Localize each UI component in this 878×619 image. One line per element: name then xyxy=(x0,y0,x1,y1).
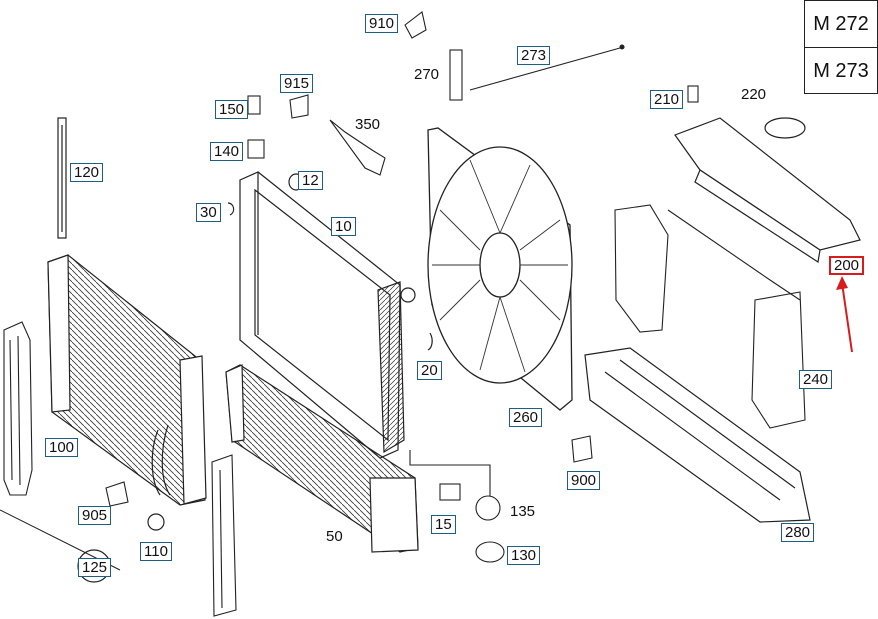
highlight-arrow xyxy=(841,282,853,353)
callout-125[interactable]: 125 xyxy=(78,558,112,577)
cap-135 xyxy=(475,495,501,521)
rod-120 xyxy=(57,117,67,239)
callout-150[interactable]: 150 xyxy=(215,100,249,119)
cap-130 xyxy=(475,541,505,563)
drain-15 xyxy=(409,450,491,501)
bracket-strip xyxy=(211,454,237,617)
callout-915[interactable]: 915 xyxy=(280,74,314,93)
sensor-910 xyxy=(404,11,463,101)
condenser-100 xyxy=(47,254,207,506)
bushing-110 xyxy=(147,513,165,531)
cooler-50 xyxy=(225,364,419,553)
side-member-left xyxy=(3,321,33,496)
callout-210[interactable]: 210 xyxy=(650,90,684,109)
callout-200-highlighted[interactable]: 200 xyxy=(829,256,865,275)
callout-15[interactable]: 15 xyxy=(431,515,456,534)
radiator-10 xyxy=(239,171,416,459)
callout-905[interactable]: 905 xyxy=(78,506,112,525)
callout-240[interactable]: 240 xyxy=(799,370,833,389)
callout-20[interactable]: 20 xyxy=(417,361,442,380)
engine-code: M 273 xyxy=(813,60,869,82)
cable-273 xyxy=(469,44,625,91)
label-50: 50 xyxy=(326,528,343,545)
callout-10[interactable]: 10 xyxy=(331,217,356,236)
pad-905 xyxy=(105,481,129,507)
callout-910[interactable]: 910 xyxy=(365,14,399,33)
callout-110[interactable]: 110 xyxy=(140,542,172,561)
callout-273[interactable]: 273 xyxy=(517,46,551,65)
fan-shroud-260 xyxy=(427,127,573,411)
highlight-arrowhead xyxy=(836,276,848,290)
callout-130[interactable]: 130 xyxy=(507,546,541,565)
engine-code: M 272 xyxy=(805,1,877,48)
frame-bracket-240 xyxy=(751,291,806,429)
clip-30 xyxy=(227,202,235,216)
callout-30[interactable]: 30 xyxy=(196,203,221,222)
callout-280[interactable]: 280 xyxy=(781,523,815,542)
pad-900 xyxy=(571,435,593,463)
label-220: 220 xyxy=(741,86,767,103)
callout-100[interactable]: 100 xyxy=(45,438,79,457)
frame-bracket-left xyxy=(614,204,669,333)
callout-260[interactable]: 260 xyxy=(509,408,543,427)
callout-12[interactable]: 12 xyxy=(298,171,323,190)
clip-150 xyxy=(247,95,265,159)
label-135: 135 xyxy=(510,503,536,520)
callout-120[interactable]: 120 xyxy=(70,163,104,182)
callout-900[interactable]: 900 xyxy=(567,471,601,490)
label-270: 270 xyxy=(414,66,440,83)
duct-280 xyxy=(584,347,811,523)
sensor-350 xyxy=(289,94,386,176)
clip-20 xyxy=(427,332,433,351)
label-350: 350 xyxy=(355,116,381,133)
engine-code-table: M 272 M 273 xyxy=(804,0,878,94)
callout-140[interactable]: 140 xyxy=(210,142,244,161)
frame-200 xyxy=(674,117,861,264)
frame-link xyxy=(667,209,801,301)
clip-210 xyxy=(687,85,699,103)
